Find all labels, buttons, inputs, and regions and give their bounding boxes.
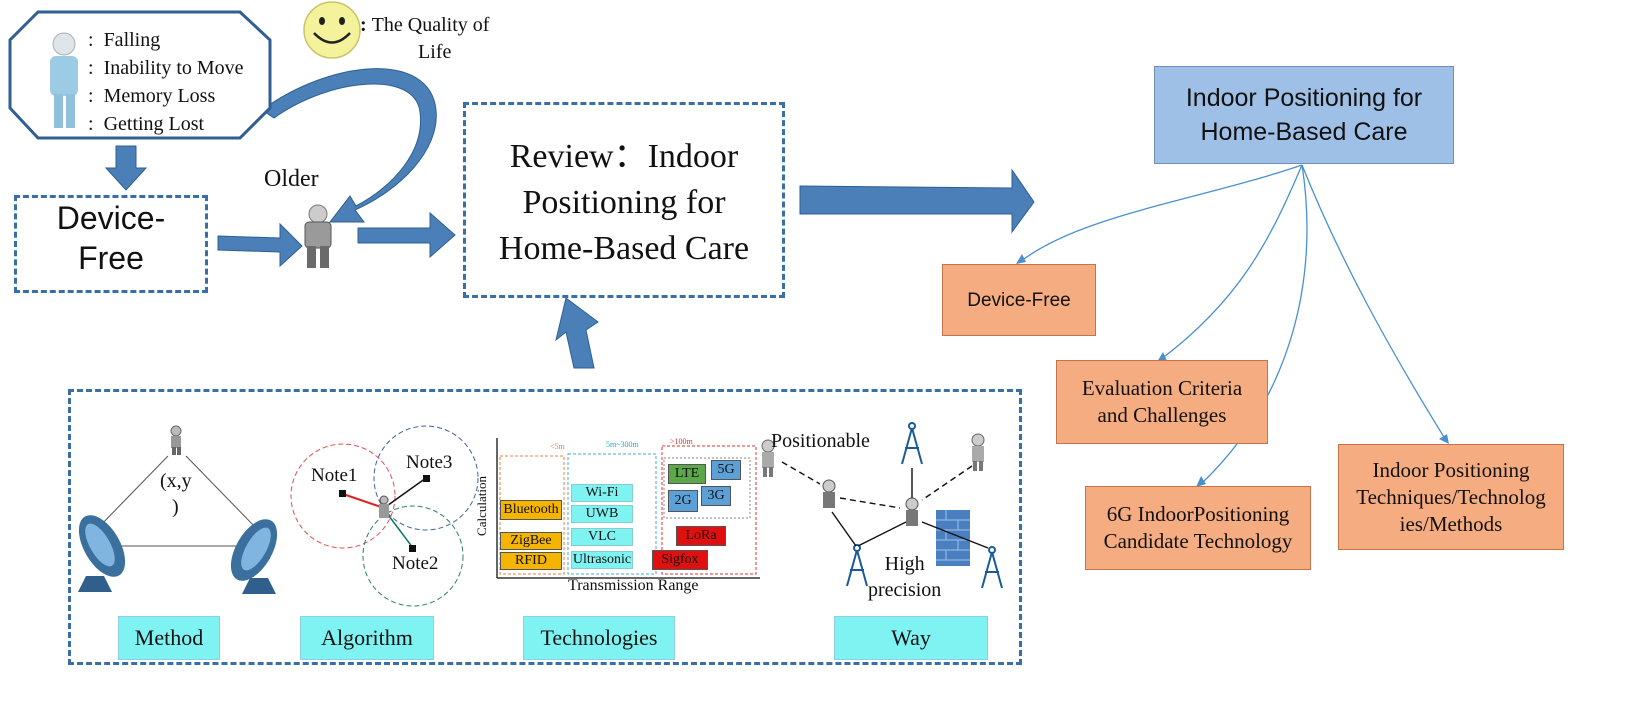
tech-range-mid: 5m~300m bbox=[606, 440, 639, 449]
person-icon bbox=[971, 433, 985, 471]
tech-wifi: Wi-Fi bbox=[571, 484, 633, 502]
way-positionable: Positionable bbox=[771, 430, 870, 452]
tower-icon bbox=[846, 544, 868, 587]
tree-child-device-free: Device-Free bbox=[942, 264, 1096, 336]
label-algorithm: Algorithm bbox=[300, 616, 434, 660]
tech-x-label: Transmission Range bbox=[568, 577, 699, 594]
bottom-panel bbox=[68, 389, 1022, 665]
label-way: Way bbox=[834, 616, 988, 660]
tech-2g: 2G bbox=[668, 490, 698, 512]
person-icon bbox=[905, 497, 919, 526]
tree-lines bbox=[1019, 164, 1448, 486]
tech-lora: LoRa bbox=[676, 526, 726, 546]
tech-lte: LTE bbox=[668, 464, 706, 484]
big-right-arrow bbox=[799, 168, 1035, 234]
problem-item: : Memory Loss bbox=[88, 85, 216, 107]
tree-child-6g: 6G IndoorPositioning Candidate Technolog… bbox=[1085, 486, 1311, 570]
tech-zigbee: ZigBee bbox=[500, 532, 562, 550]
satellite-dish-icon bbox=[230, 519, 278, 594]
up-chevron-arrow bbox=[555, 297, 599, 369]
problem-item: : Inability to Move bbox=[88, 57, 244, 79]
problem-list: : Falling : Inability to Move : Memory L… bbox=[88, 26, 244, 138]
tech-3g: 3G bbox=[701, 486, 731, 506]
tech-sigfox: Sigfox bbox=[652, 550, 708, 570]
curved-arrow bbox=[261, 68, 437, 223]
tech-bluetooth: Bluetooth bbox=[500, 500, 562, 520]
label-technologies: Technologies bbox=[523, 616, 675, 660]
problem-item: : Getting Lost bbox=[88, 113, 205, 135]
method-coord: (x,y ) bbox=[160, 470, 192, 518]
older-label: Older bbox=[264, 166, 319, 192]
right-arrow-to-review bbox=[357, 211, 456, 259]
way-high-precision: High precision bbox=[868, 553, 942, 601]
tech-uwb: UWB bbox=[571, 505, 633, 523]
person-icon bbox=[761, 439, 775, 477]
tech-rfid: RFID bbox=[500, 552, 562, 570]
label-method: Method bbox=[118, 616, 220, 660]
person-icon bbox=[822, 479, 836, 508]
review-box bbox=[463, 102, 785, 298]
tree-child-evaluation: Evaluation Criteria and Challenges bbox=[1056, 360, 1268, 444]
problem-item: : Falling bbox=[88, 29, 161, 51]
tower-icon bbox=[981, 546, 1003, 589]
device-free-text: Device- Free bbox=[56, 200, 166, 276]
device-free-box bbox=[14, 195, 208, 293]
tower-icon bbox=[901, 422, 923, 465]
satellite-dish-icon bbox=[78, 515, 126, 592]
tech-vlc: VLC bbox=[571, 528, 633, 546]
tech-5g: 5G bbox=[711, 460, 741, 480]
right-arrow-to-older bbox=[217, 222, 303, 268]
tree-root: Indoor Positioning for Home-Based Care bbox=[1154, 66, 1454, 164]
algorithm-node-1: Note1 bbox=[311, 465, 358, 486]
down-arrow bbox=[104, 145, 148, 191]
review-title: Review：Indoor Positioning for Home-Based… bbox=[498, 138, 750, 267]
tech-range-short: <5m bbox=[550, 442, 565, 451]
algorithm-node-3: Note3 bbox=[406, 452, 453, 473]
algorithm-node-2: Note2 bbox=[392, 553, 439, 574]
tech-range-long: >100m bbox=[670, 437, 693, 446]
tree-child-techniques: Indoor Positioning Techniques/Technolog … bbox=[1338, 444, 1564, 550]
quality-label: : The Quality of Life bbox=[360, 14, 490, 63]
tech-ultrasonic: Ultrasonic bbox=[571, 551, 633, 569]
